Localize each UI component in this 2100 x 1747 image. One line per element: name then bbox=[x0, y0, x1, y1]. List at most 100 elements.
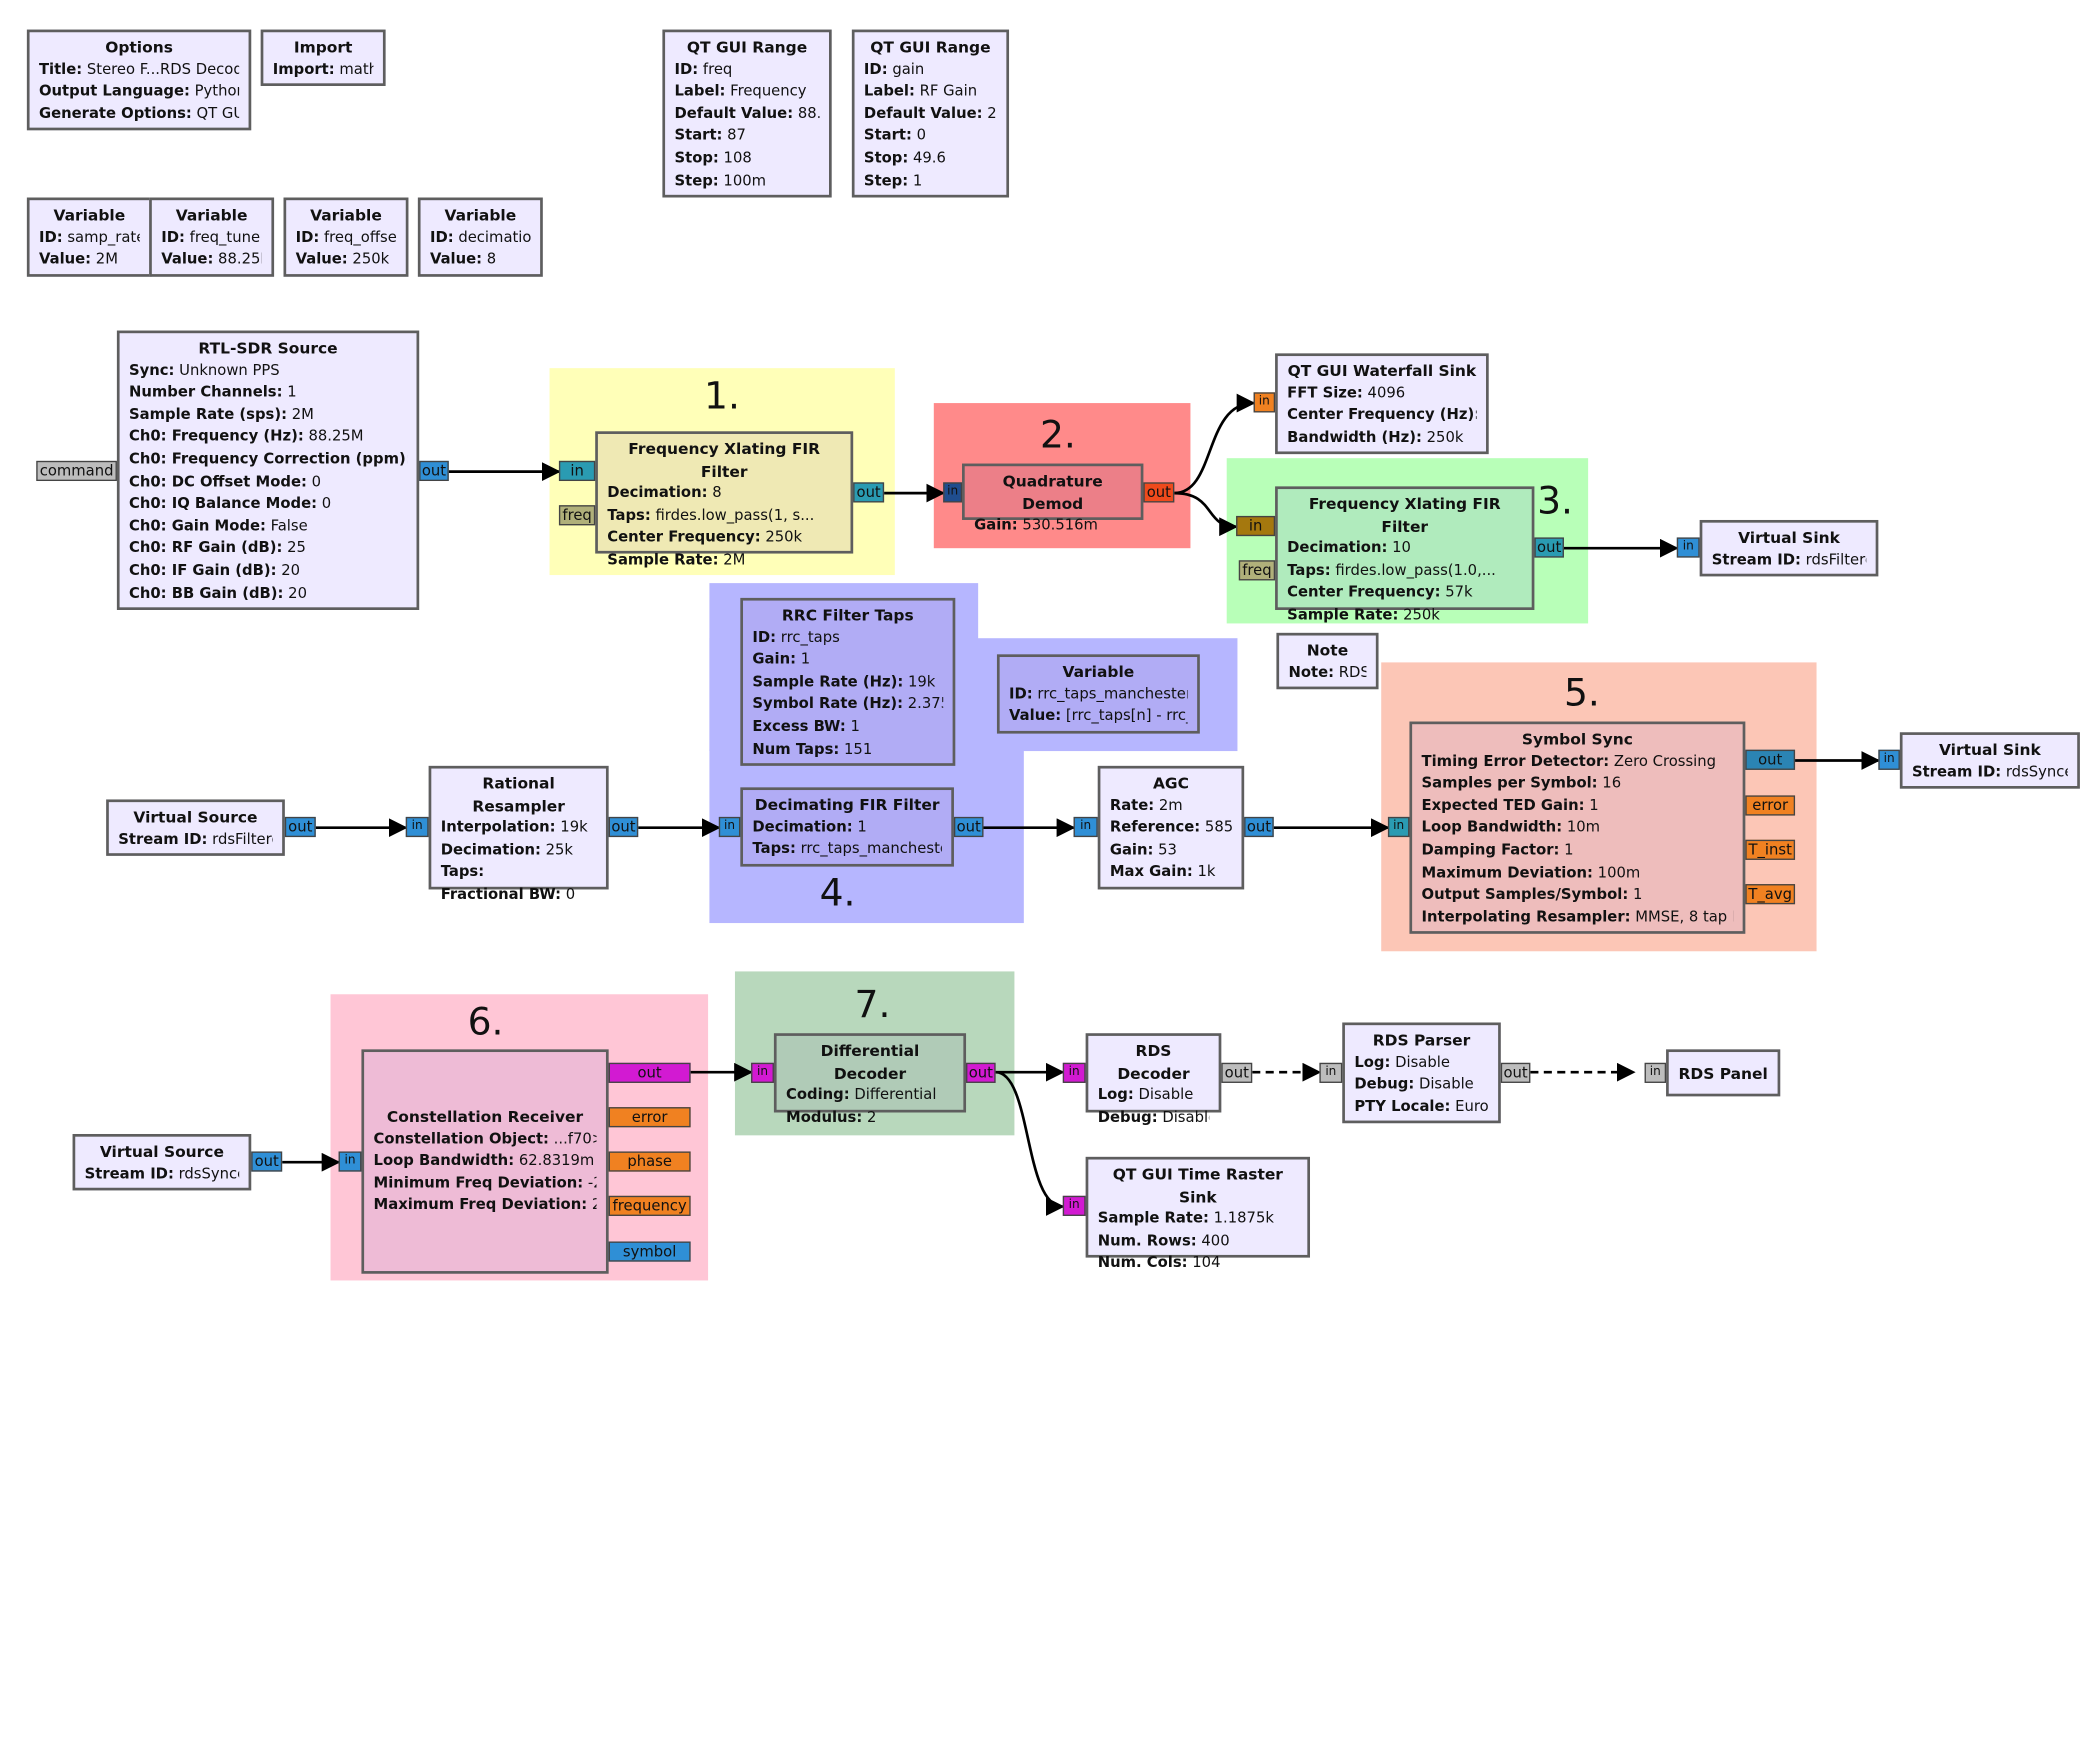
param-label: Decimation: bbox=[752, 817, 853, 836]
waterfall-in-port[interactable]: in bbox=[1253, 392, 1276, 413]
rdspanel-in-port[interactable]: in bbox=[1644, 1062, 1667, 1083]
param-value: rrc_taps bbox=[780, 628, 840, 646]
diffdec-in-port[interactable]: in bbox=[751, 1062, 774, 1083]
param-label: Modulus: bbox=[786, 1108, 863, 1126]
block-param: Decimation: 8 bbox=[607, 483, 841, 505]
rdsparse-out-port[interactable]: out bbox=[1500, 1062, 1531, 1083]
param-label: ID: bbox=[161, 227, 185, 246]
diffdec-out-port[interactable]: out bbox=[966, 1062, 996, 1083]
xlat1-out-port[interactable]: out bbox=[853, 482, 885, 503]
constel-error-port[interactable]: error bbox=[608, 1107, 691, 1128]
agc-out-port[interactable]: out bbox=[1244, 816, 1274, 838]
constel-out-port[interactable]: out bbox=[608, 1062, 691, 1083]
param-value: rrc_taps_manchester bbox=[1037, 684, 1188, 703]
symsync-out-port[interactable]: out bbox=[1745, 749, 1796, 770]
param-label: Center Frequency: bbox=[1287, 583, 1441, 602]
symsync-in-port[interactable]: in bbox=[1387, 816, 1410, 838]
param-label: Step: bbox=[674, 171, 719, 189]
constel-symbol-port[interactable]: symbol bbox=[608, 1241, 691, 1262]
group-number: 7. bbox=[854, 982, 891, 1027]
constel-frequency-port[interactable]: frequency bbox=[608, 1195, 691, 1216]
block-param: Default Value: 88.5 bbox=[674, 103, 819, 125]
resamp-in-port[interactable]: in bbox=[405, 816, 429, 838]
symsync-error-port[interactable]: error bbox=[1745, 795, 1796, 816]
decfir-in-port[interactable]: in bbox=[718, 816, 741, 838]
param-value: False bbox=[270, 516, 308, 535]
block-title: Frequency Xlating FIR Filter bbox=[628, 439, 821, 481]
rdsdec-in-port[interactable]: in bbox=[1062, 1062, 1086, 1083]
constel-phase-port[interactable]: phase bbox=[608, 1151, 691, 1172]
xlat2-freq-port[interactable]: freq bbox=[1238, 560, 1276, 581]
decfir-out-port[interactable]: out bbox=[953, 816, 984, 838]
block-param: Note: RDS bbox=[1289, 662, 1367, 684]
param-label: Value: bbox=[1009, 706, 1062, 725]
param-label: Maximum Freq Deviation: bbox=[373, 1196, 588, 1214]
xlat2-in-port[interactable]: in bbox=[1236, 515, 1276, 537]
param-value: 88.5 bbox=[797, 104, 820, 122]
xlat2-out-port[interactable]: out bbox=[1534, 537, 1564, 558]
param-value: 530.516m bbox=[1022, 516, 1098, 534]
param-value: 0 bbox=[321, 494, 332, 513]
param-value: 0 bbox=[311, 472, 322, 490]
block-param: Step: 1 bbox=[864, 170, 997, 192]
vsink2-in-port[interactable]: in bbox=[1878, 749, 1900, 770]
param-value: 0 bbox=[565, 885, 576, 903]
quad-out-port[interactable]: out bbox=[1143, 482, 1175, 503]
xlat1-in-port[interactable]: in bbox=[558, 460, 596, 482]
quad-in-port[interactable]: in bbox=[943, 482, 963, 503]
vsrc1-out-port[interactable]: out bbox=[284, 816, 316, 838]
rds-panel-block[interactable]: RDS Panel bbox=[1666, 1049, 1781, 1097]
xlat1-freq-port[interactable]: freq bbox=[558, 505, 596, 526]
rdsparse-in-port[interactable]: in bbox=[1319, 1062, 1343, 1083]
rtl-out-port[interactable]: out bbox=[419, 460, 449, 482]
param-value: rdsSynced bbox=[2005, 762, 2068, 781]
rdsdec-out-port[interactable]: out bbox=[1221, 1062, 1253, 1083]
constel-in-port[interactable]: in bbox=[338, 1151, 362, 1172]
param-label: Minimum Freq Deviation: bbox=[373, 1174, 584, 1192]
raster-in-port[interactable]: in bbox=[1062, 1195, 1086, 1216]
symsync-t-avg-port[interactable]: T_avg bbox=[1745, 884, 1796, 905]
vsink1-in-port[interactable]: in bbox=[1676, 537, 1700, 558]
symsync-t-inst-port[interactable]: T_inst bbox=[1745, 839, 1796, 860]
vsrc2-out-port[interactable]: out bbox=[251, 1151, 283, 1172]
resamp-out-port[interactable]: out bbox=[608, 816, 639, 838]
block-param: Sample Rate (Hz): 19k bbox=[752, 672, 943, 694]
block-param: Symbol Rate (Hz): 2.375k bbox=[752, 694, 943, 716]
param-label: Debug: bbox=[1097, 1108, 1158, 1126]
block-title: QT GUI Time Raster Sink bbox=[1112, 1164, 1283, 1207]
param-value: Python bbox=[194, 82, 240, 100]
rtl-command-port[interactable]: command bbox=[36, 460, 117, 482]
group-number: 5. bbox=[1563, 670, 1600, 715]
agc-in-port[interactable]: in bbox=[1073, 816, 1098, 838]
